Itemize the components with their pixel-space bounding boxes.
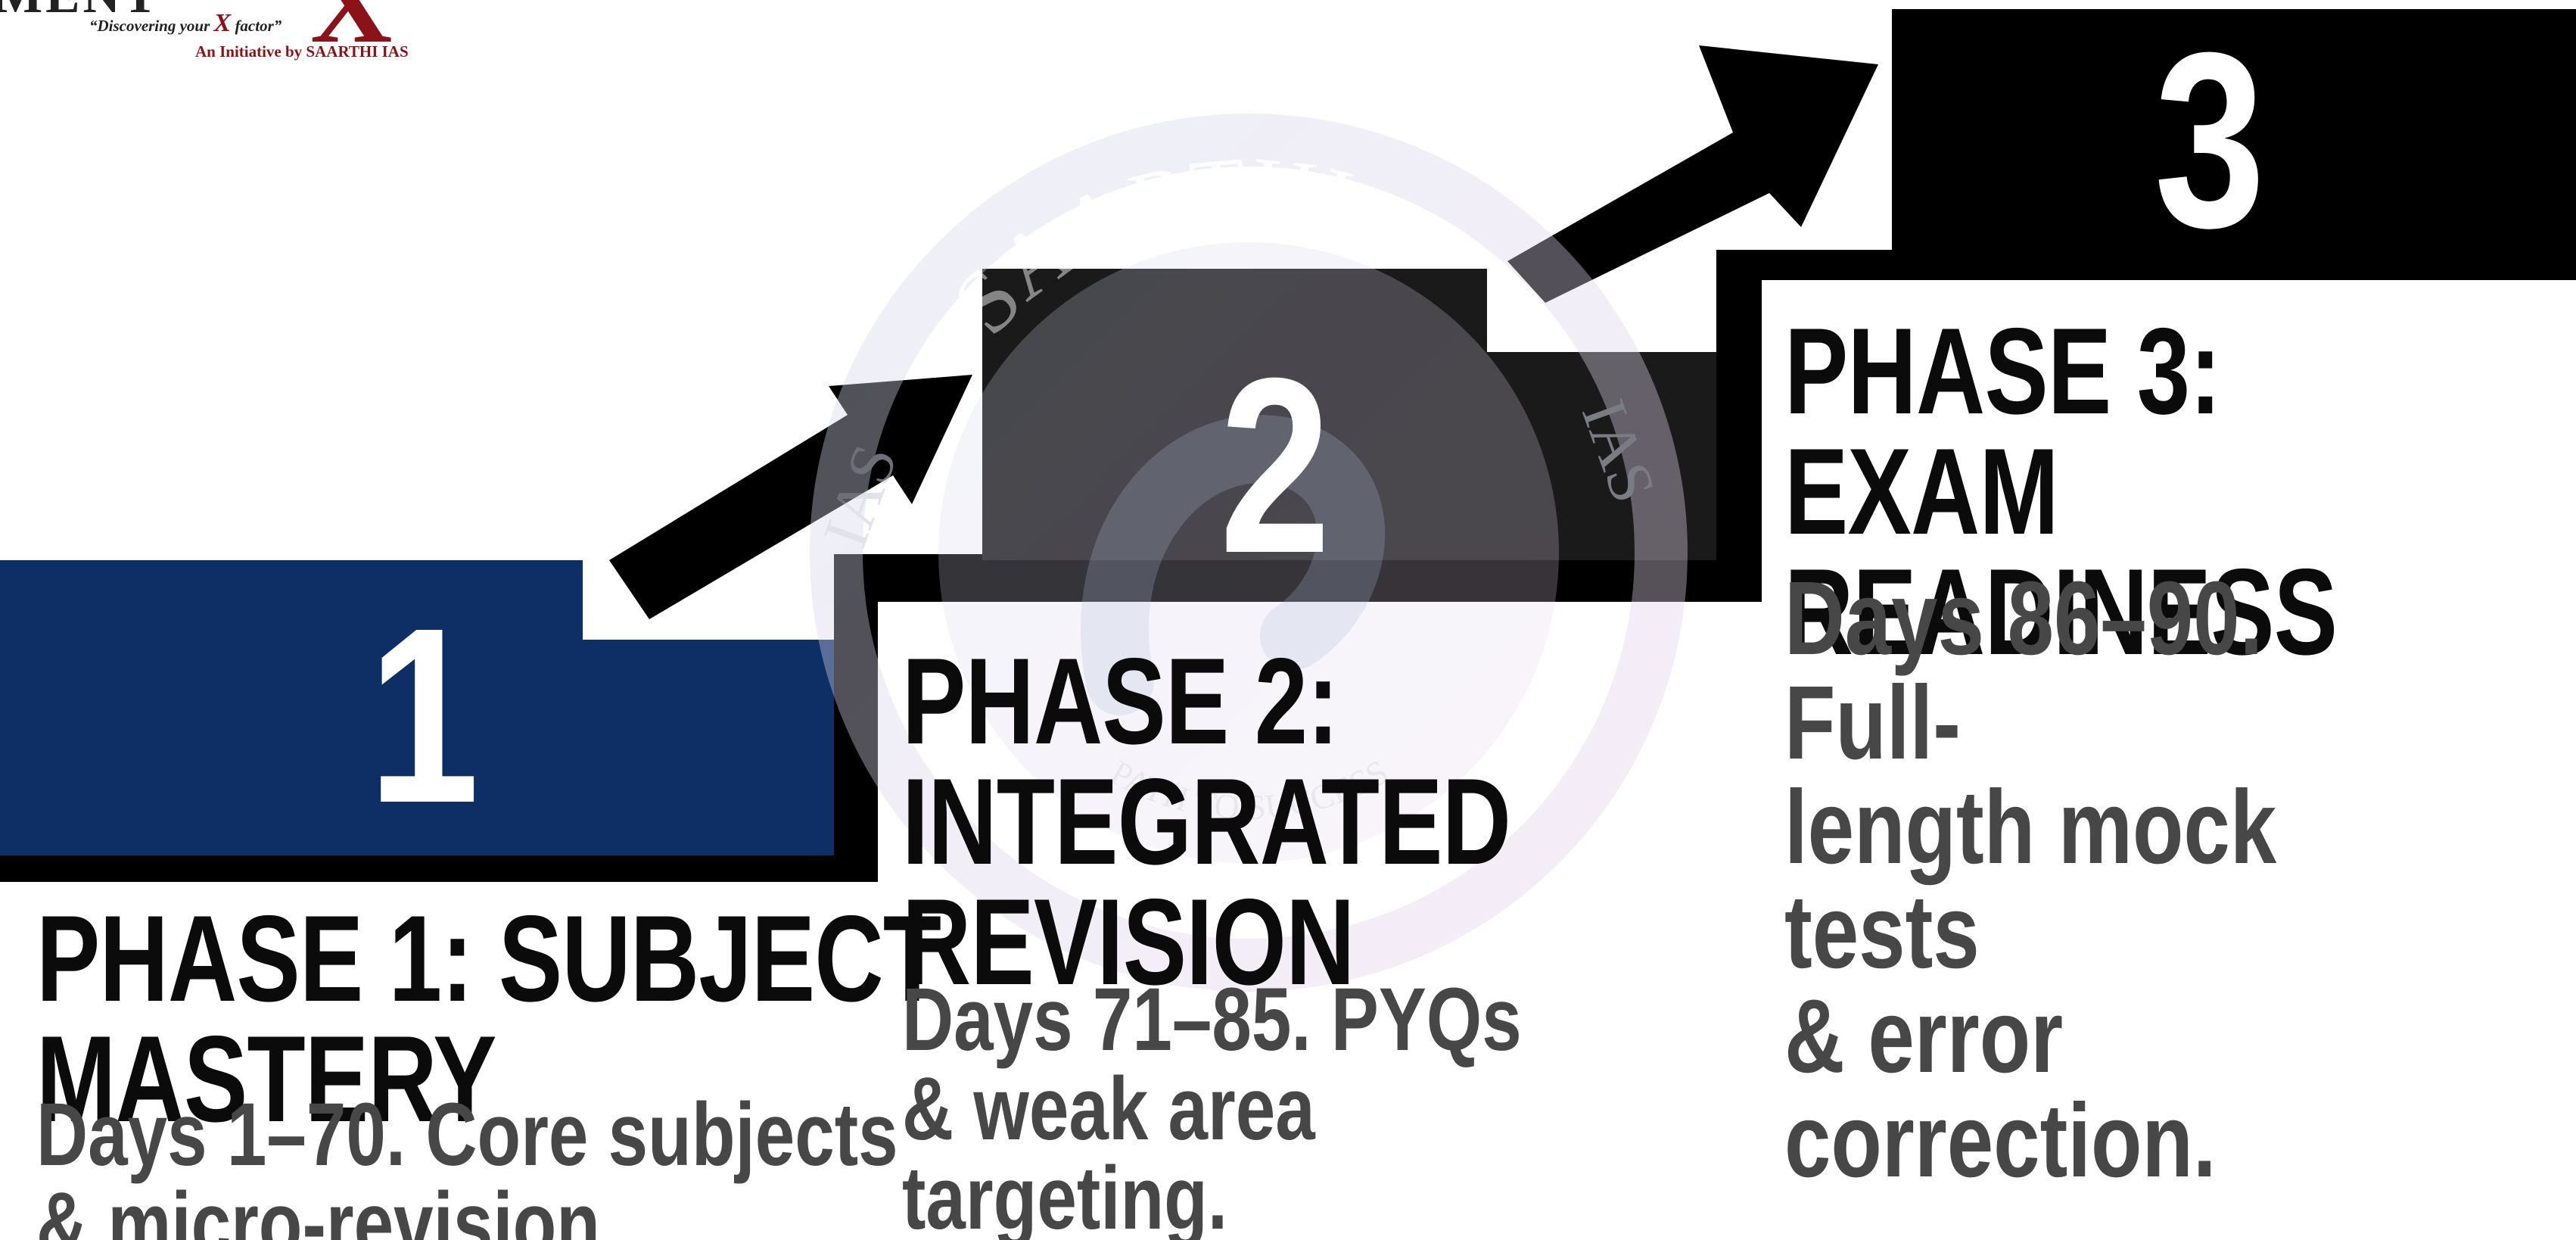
phase-2-desc-line-2: & weak area	[902, 1059, 1315, 1159]
phase-2-title-line-1: PHASE 2:	[902, 633, 1339, 770]
phase-1-desc-line-2: & micro-revision.	[36, 1174, 621, 1240]
phase-1-title-line-2: MASTERY	[36, 1010, 496, 1148]
phase-2-title: PHASE 2: INTEGRATED REVISION	[902, 633, 1511, 1011]
phase-3-description: Days 86–90. Full- length mock tests & er…	[1784, 566, 2418, 1193]
logo-big-x: X	[310, 0, 393, 67]
step-1-number: 1	[368, 575, 480, 855]
phase-1-description: Days 1–70. Core subjects & micro-revisio…	[36, 1090, 898, 1240]
phase-2-title-line-3: REVISION	[902, 873, 1355, 1011]
logo-tagline-x: X	[213, 9, 232, 37]
logo-wordmark: MENT	[0, 0, 160, 25]
logo-tagline-suffix: factor”	[231, 17, 282, 35]
phase-3-desc-line-3: & error correction.	[1784, 978, 2217, 1199]
logo-initiative: An Initiative by SAARTHI IAS	[195, 42, 409, 61]
phase-3-desc-line-1: Days 86–90. Full-	[1784, 560, 2263, 781]
step-2-outline	[0, 560, 982, 882]
arrow-2-to-3-icon	[1507, 45, 1878, 303]
phase-3-title-line-1: PHASE 3: EXAM	[1784, 303, 2221, 560]
phase-3-desc-line-2: length mock tests	[1784, 769, 2277, 990]
phase-1-title-line-1: PHASE 1: SUBJECT	[36, 890, 941, 1027]
phase-3-title: PHASE 3: EXAM READINESS	[1784, 303, 2402, 681]
phase-2-description: Days 71–85. PYQs & weak area targeting.	[902, 975, 1522, 1240]
phase-1-title: PHASE 1: SUBJECT MASTERY	[36, 890, 941, 1148]
step-1-block	[0, 560, 834, 855]
logo: MENT X “Discovering your X factor” An In…	[0, 0, 454, 68]
step-2-number: 2	[1219, 326, 1331, 605]
phase-2-title-line-2: INTEGRATED	[902, 752, 1511, 890]
phase-1-desc-line-1: Days 1–70. Core subjects	[36, 1085, 898, 1185]
phase-2-desc-line-1: Days 71–85. PYQs	[902, 970, 1522, 1070]
logo-tagline-prefix: “Discovering your	[89, 17, 214, 35]
phase-3-title-line-2: READINESS	[1784, 543, 2338, 681]
step-3-block	[834, 9, 2576, 602]
watermark-seal: SAARTHI PATH TO SUCCESS IAS IAS	[810, 114, 1688, 992]
step-3-number: 3	[2154, 0, 2266, 279]
logo-tagline: “Discovering your X factor”	[89, 9, 282, 38]
phase-2-desc-line-3: targeting.	[902, 1148, 1228, 1240]
arrow-1-to-2-icon	[609, 375, 972, 619]
